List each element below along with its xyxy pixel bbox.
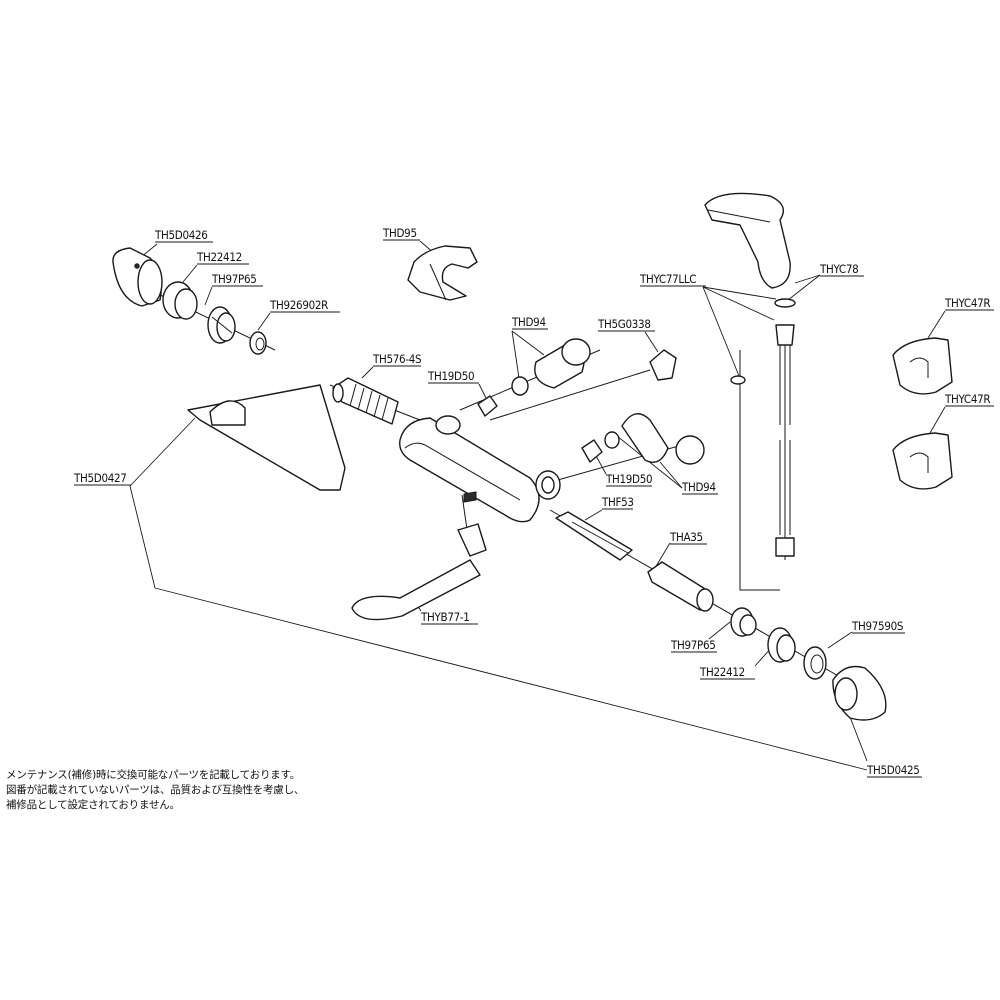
label-th97590s: TH97590S (851, 619, 903, 633)
label-thyc47r-bottom: THYC47R (944, 392, 990, 406)
label-thf53: THF53 (601, 495, 634, 509)
part-thd94-bottom (604, 413, 705, 465)
part-thf53 (555, 511, 633, 561)
label-th19d50-left: TH19D50 (427, 369, 474, 383)
label-thyc78: THYC78 (819, 262, 858, 276)
part-thyc78 (774, 298, 796, 308)
label-th22412-left: TH22412 (196, 250, 242, 264)
label-th576-4s: TH576-4S (372, 352, 421, 366)
note-line: メンテナンス(補修)時に交換可能なパーツを記載しております。 (6, 769, 301, 781)
label-thyc47r-top: THYC47R (944, 296, 990, 310)
part-th5d0426 (112, 247, 163, 307)
label-th926902r: TH926902R (269, 298, 328, 312)
label-tha35: THA35 (669, 530, 703, 544)
label-th5d0425: TH5D0425 (866, 763, 920, 777)
label-thd94-bottom: THD94 (681, 480, 716, 494)
part-thd94-top (511, 338, 591, 396)
part-labels: TH5D0426 TH22412 TH97P65 TH926902R THD95… (73, 226, 994, 778)
part-th22412-right (767, 627, 796, 663)
part-mixer-body (399, 415, 561, 523)
label-th5d0427: TH5D0427 (73, 471, 127, 485)
part-thyc47r-bottom (892, 432, 953, 490)
label-th5d0426: TH5D0426 (154, 228, 208, 242)
part-tha35 (647, 561, 714, 612)
maintenance-note: メンテナンス(補修)時に交換可能なパーツを記載しております。 図番が記載されてい… (6, 768, 526, 813)
label-th97p65-left: TH97P65 (211, 272, 257, 286)
note-line: 補修品として設定されておりません。 (6, 799, 180, 811)
label-th19d50-right: TH19D50 (605, 472, 652, 486)
label-th97p65-right: TH97P65 (670, 638, 716, 652)
part-thyb77-1 (351, 523, 487, 621)
label-th5g0338: TH5G0338 (597, 317, 651, 331)
note-line: 図番が記載されていないパーツは、品質および互換性を考慮し、 (6, 784, 305, 796)
part-th97590s (803, 646, 827, 680)
label-th22412-right: TH22412 (699, 665, 745, 679)
part-th19d50-left (477, 395, 498, 417)
part-thyc47r-top (892, 337, 953, 395)
part-th576-4s (332, 377, 399, 425)
part-th97p65-right (730, 607, 757, 637)
part-shower-head (704, 192, 791, 289)
part-thd95 (407, 245, 478, 301)
label-thd94-top: THD94 (511, 315, 546, 329)
part-thyc77llc (730, 324, 795, 557)
part-th5g0338 (649, 349, 677, 381)
part-th19d50-right (581, 439, 603, 463)
part-th22412-left (162, 281, 198, 320)
leader-lines (129, 240, 946, 771)
part-th5d0427 (187, 384, 346, 491)
part-th97p65-left (207, 306, 236, 344)
label-thd95: THD95 (382, 226, 417, 240)
label-thyc77llc: THYC77LLC (639, 272, 696, 286)
label-thyb77-1: THYB77-1 (420, 610, 470, 624)
part-th926902r (249, 331, 267, 355)
part-th5d0425 (832, 665, 887, 721)
